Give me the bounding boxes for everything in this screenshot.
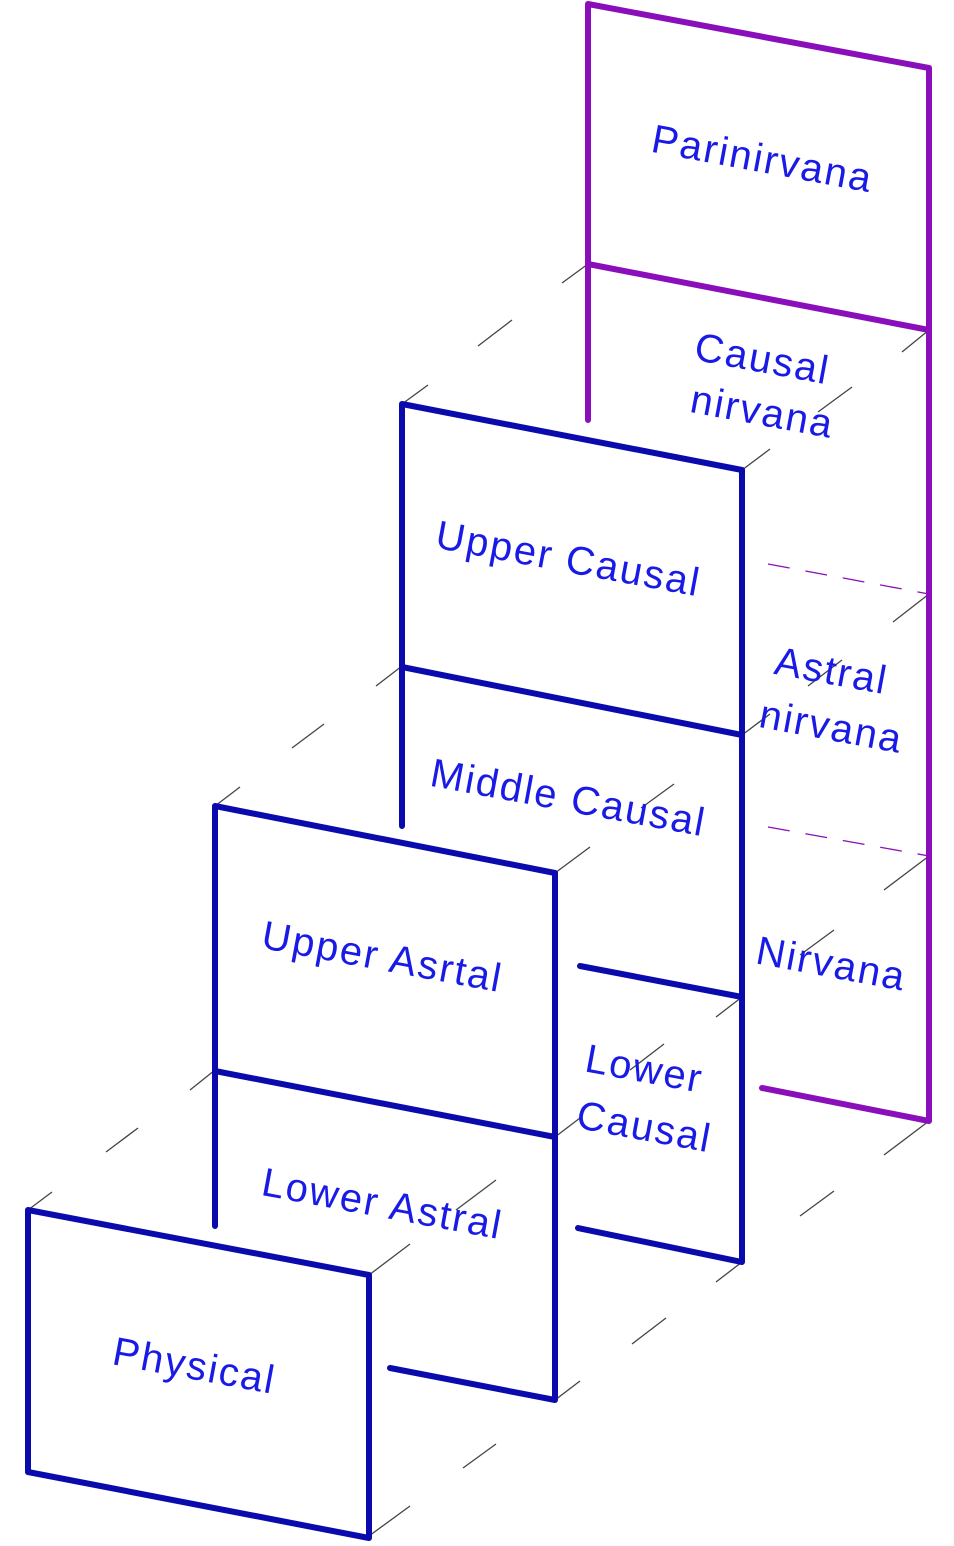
nirvana-column [585,1,932,1124]
label-middle-causal: Middle Causal [427,751,710,845]
physical-plane [25,1207,372,1541]
label-nirvana: Nirvana [753,929,910,1000]
depth-guides [27,263,930,1537]
causal-column [399,401,745,1265]
label-lower-astral: Lower Astral [258,1160,506,1248]
astral-column [212,803,558,1403]
label-lower-causal-line2: Causal [573,1093,715,1161]
label-parinirvana: Parinirvana [648,117,877,201]
label-upper-astral: Upper Asrtal [258,913,506,1001]
label-upper-causal: Upper Causal [432,513,704,605]
label-physical: Physical [109,1330,279,1403]
nirvana-dashed-separators [767,563,930,857]
label-astral-nirvana-line1: Astral [771,639,891,703]
label-astral-nirvana-line2: nirvana [756,692,907,762]
label-lower-causal-line1: Lower [582,1037,707,1102]
